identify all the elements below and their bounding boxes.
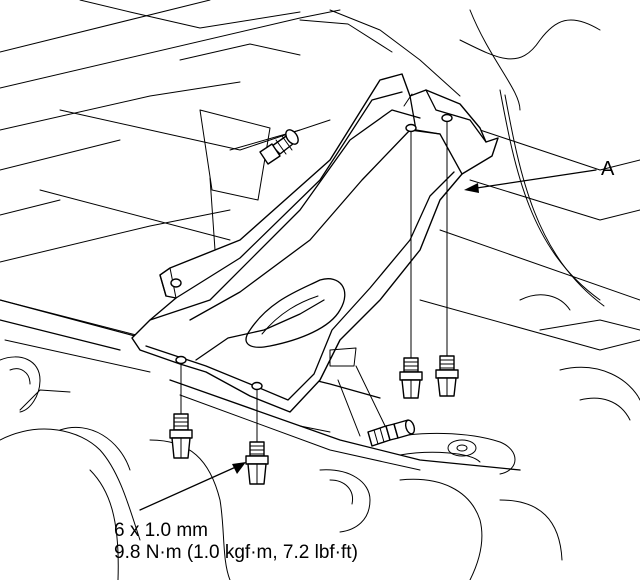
bolt-lower-left-1 bbox=[169, 413, 193, 459]
bolt-spec-note: 6 x 1.0 mm 9.8 N·m (1.0 kgf·m, 7.2 lbf·f… bbox=[114, 520, 358, 564]
right-side-structure bbox=[419, 9, 640, 421]
bolt-torque-label: 9.8 N·m (1.0 kgf·m, 7.2 lbf·ft) bbox=[114, 542, 358, 563]
bolt-right-1 bbox=[399, 357, 423, 399]
bolt-rear-left bbox=[259, 129, 299, 165]
callout-label-a: A bbox=[601, 158, 615, 180]
leader-spec bbox=[139, 462, 246, 511]
leader-a bbox=[464, 169, 597, 193]
skid-plate-part-a bbox=[131, 73, 499, 413]
bolt-centerlines bbox=[180, 121, 448, 443]
bolt-horizontal bbox=[367, 419, 416, 447]
bolt-right-2 bbox=[435, 355, 459, 397]
bolt-lower-left-2 bbox=[245, 441, 269, 485]
bolt-size-label: 6 x 1.0 mm bbox=[114, 520, 208, 541]
